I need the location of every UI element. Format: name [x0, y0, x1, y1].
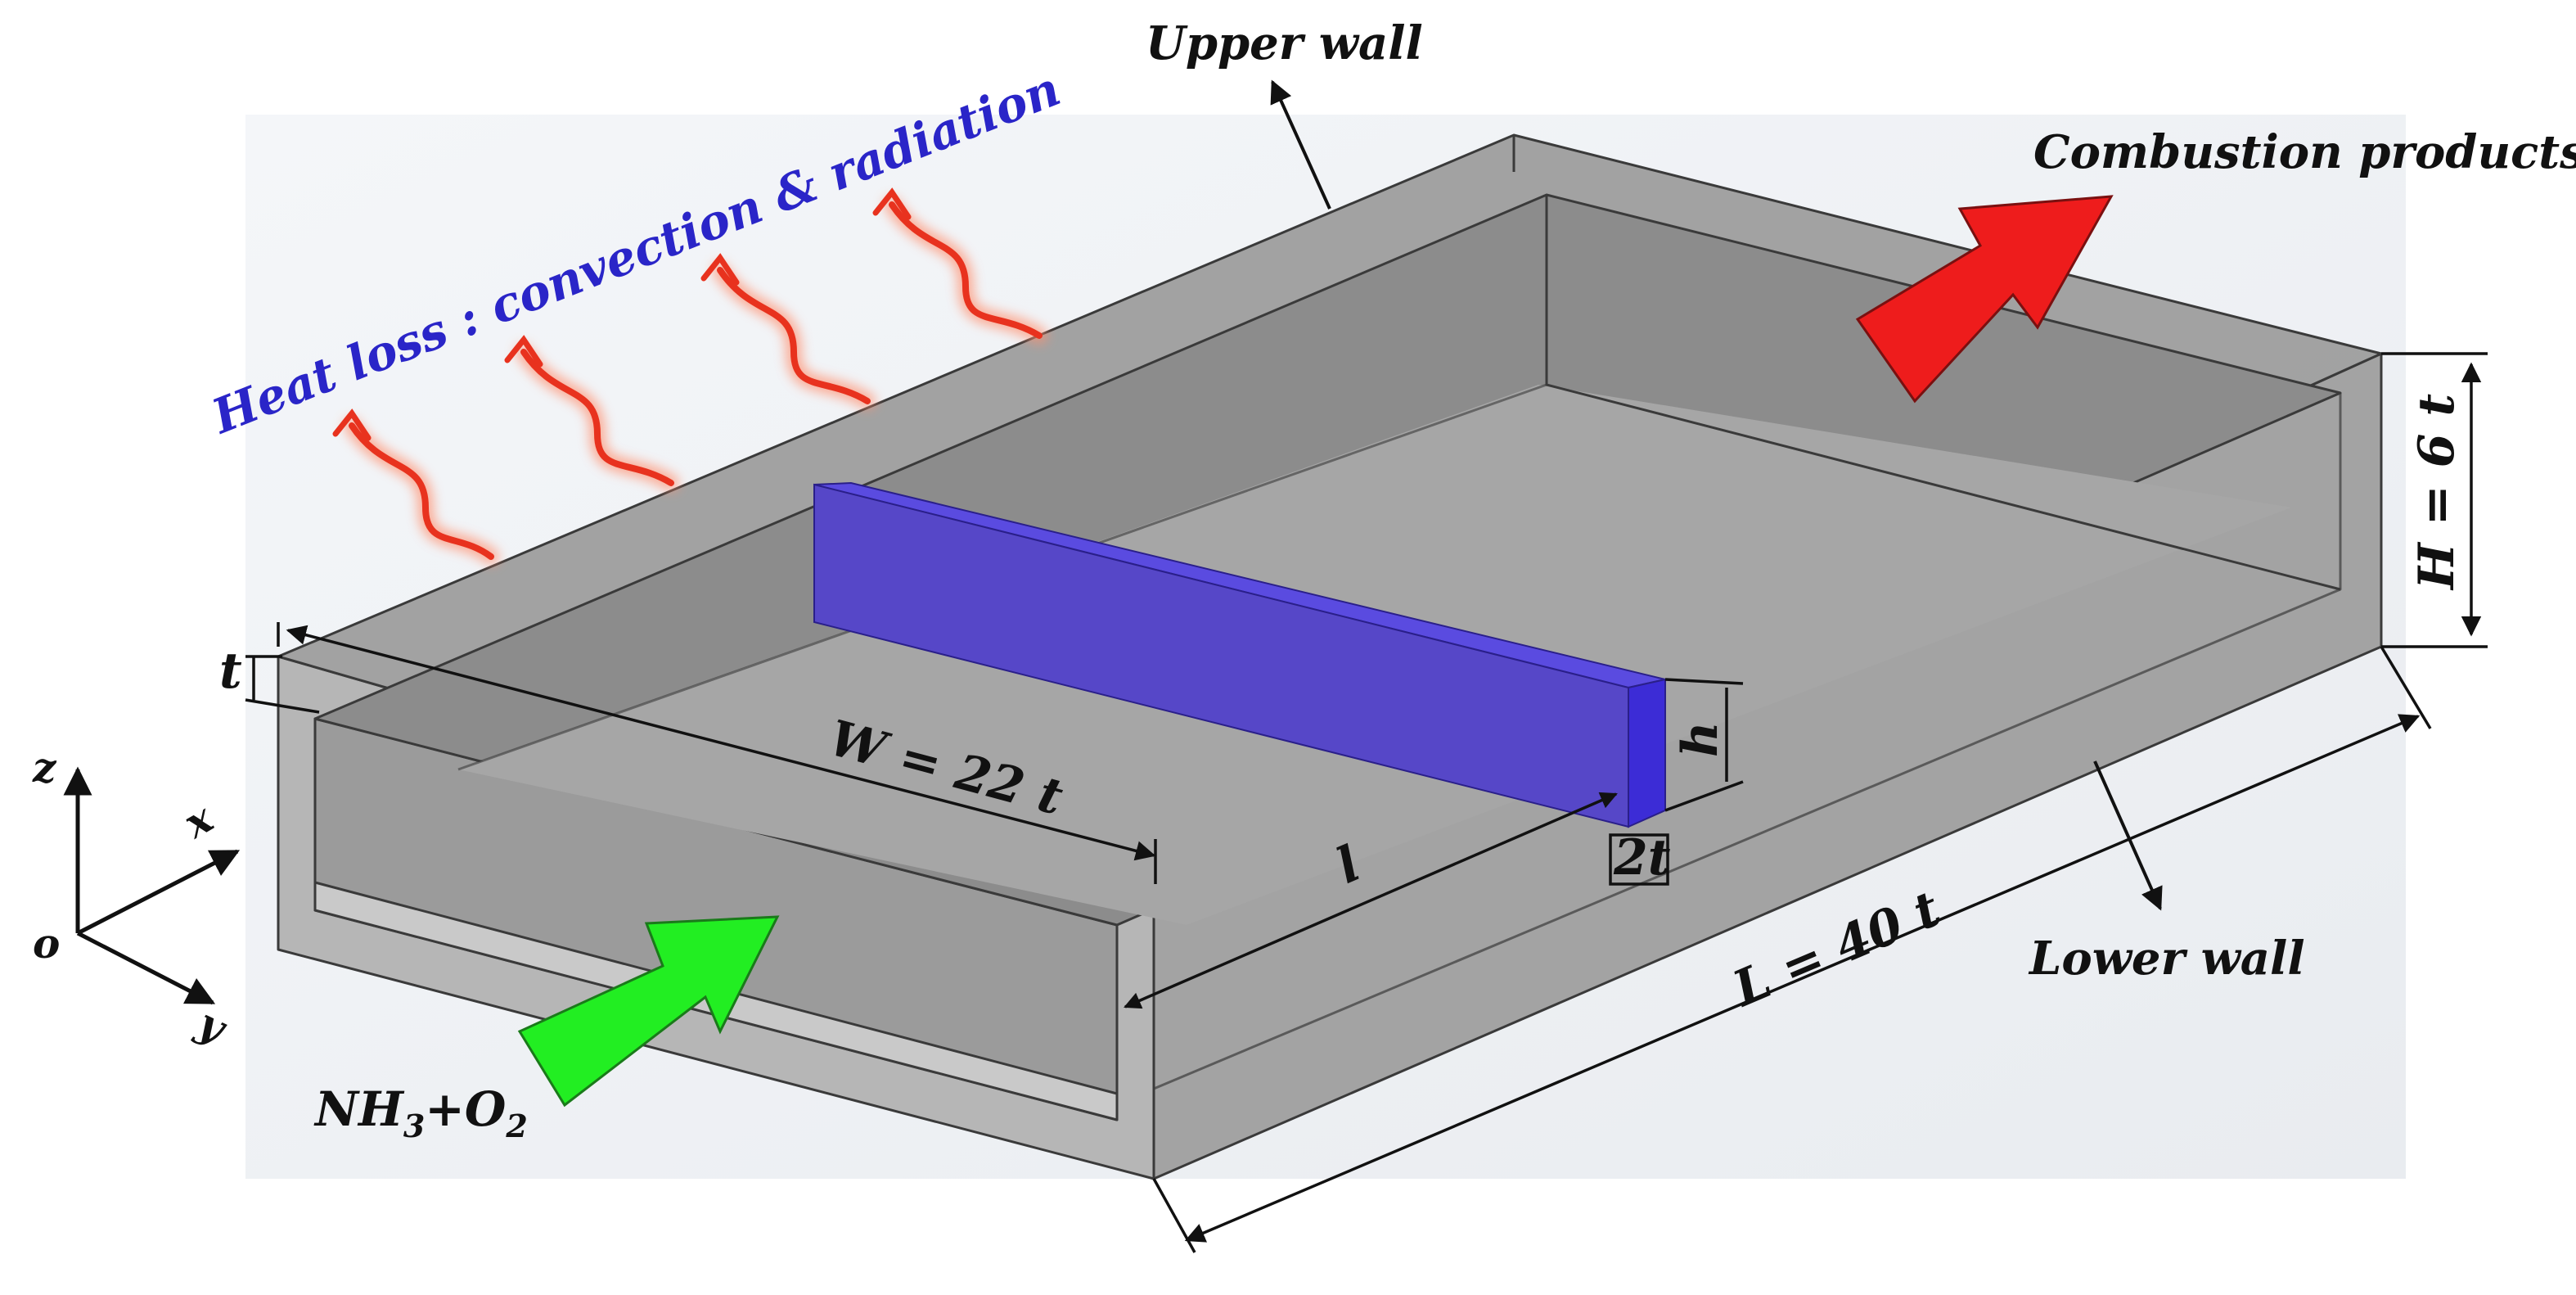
- heat-wave-3: [700, 253, 876, 409]
- dimension-lines: [245, 352, 2488, 1253]
- inlet-o2: O: [465, 1081, 507, 1137]
- heat-wave-2: [504, 335, 679, 491]
- axis-x-line: [76, 849, 241, 936]
- upper-wall-label: Upper wall: [1146, 16, 1423, 70]
- axis-x-label: x: [175, 793, 222, 848]
- combustion-products-label: Combustion products: [2033, 125, 2576, 179]
- bluff-body-end: [1628, 678, 1666, 828]
- lower-wall-label: Lower wall: [2028, 932, 2305, 986]
- dim-2t-box: [1609, 833, 1669, 886]
- inlet-plus: +: [425, 1081, 465, 1137]
- dim-height-label: H = 6 t: [2408, 394, 2466, 591]
- inlet-nh3-sub: 3: [403, 1108, 425, 1144]
- heat-loss-waves: [332, 187, 1047, 565]
- dim-bluff-height-label: h: [1672, 721, 1729, 757]
- axis-y-line: [76, 931, 216, 1005]
- coordinate-axes: [63, 766, 241, 1005]
- inlet-o2-sub: 2: [505, 1108, 527, 1144]
- inlet-arrow: [517, 915, 780, 1108]
- axis-origin-label: o: [33, 919, 60, 968]
- dim-t-ext-bot: [245, 698, 320, 714]
- dim-l-line: [1184, 714, 2421, 1243]
- dim-l-ext-left: [1152, 1178, 1196, 1253]
- axis-y-label: y: [190, 998, 235, 1053]
- dim-lpos-line: [1124, 792, 1618, 1009]
- outlet-arrow: [1855, 195, 2114, 404]
- dim-thickness-label: t: [219, 643, 242, 700]
- dim-w-line: [286, 625, 1156, 861]
- heat-wave-4: [872, 187, 1047, 344]
- dim-l-ext-right: [2380, 646, 2432, 729]
- dim-hb-ext-bot: [1664, 780, 1744, 812]
- inlet-label: NH3+O2: [313, 1081, 528, 1144]
- dim-bluff-width-label: 2t: [1613, 829, 1671, 887]
- upper-wall-leader: [1270, 79, 1331, 210]
- axis-z-label: z: [32, 743, 57, 792]
- heat-wave-1: [332, 408, 499, 565]
- dim-hb-ext-top: [1664, 678, 1744, 685]
- inlet-nh3: NH: [313, 1081, 405, 1137]
